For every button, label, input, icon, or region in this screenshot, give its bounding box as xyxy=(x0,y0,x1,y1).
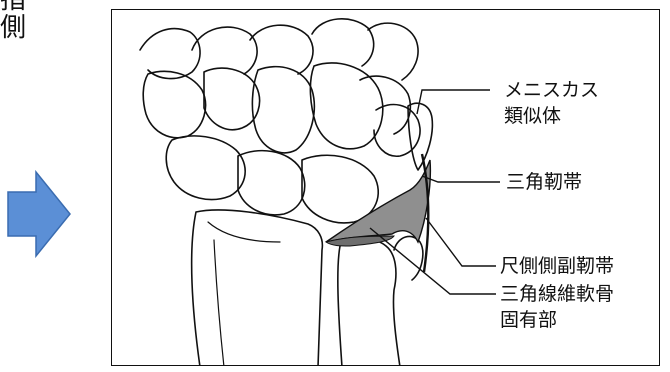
triangular-ligament xyxy=(326,160,430,242)
metacarpal-5 xyxy=(368,23,418,80)
label-meniscus-2: 類似体 xyxy=(504,104,561,128)
scaphoid xyxy=(166,136,245,200)
ulna xyxy=(338,239,400,367)
triquetrum xyxy=(302,155,378,223)
label-meniscus: メニスカス xyxy=(504,78,599,102)
label-ulnar-collateral: 尺側側副靭帯 xyxy=(500,254,614,278)
label-tfcc-proper-2: 固有部 xyxy=(500,308,557,332)
leader-triangular xyxy=(422,176,500,182)
trapezium xyxy=(143,71,205,137)
label-triangular-ligament: 三角靭帯 xyxy=(506,170,582,194)
metacarpal-2 xyxy=(192,27,257,74)
label-tfcc-proper: 三角線維軟骨 xyxy=(500,282,614,306)
radius xyxy=(192,210,323,366)
side-caption: 指 側 xyxy=(0,0,30,42)
leader-ulnar-collateral xyxy=(426,218,496,266)
wrist-diagram: メニスカス 類似体 三角靭帯 尺側側副靭帯 三角線維軟骨 固有部 xyxy=(111,9,660,366)
side-caption-line1: 指 xyxy=(0,0,30,14)
right-arrow-icon xyxy=(6,170,72,258)
metacarpal-4 xyxy=(312,19,374,66)
capitate xyxy=(252,67,314,153)
leader-meniscus xyxy=(417,90,490,114)
trapezoid xyxy=(204,68,260,130)
side-caption-line2: 側 xyxy=(0,14,30,42)
ulnar-styloid xyxy=(394,236,423,280)
pisiform xyxy=(374,105,420,157)
lunate xyxy=(238,151,305,215)
